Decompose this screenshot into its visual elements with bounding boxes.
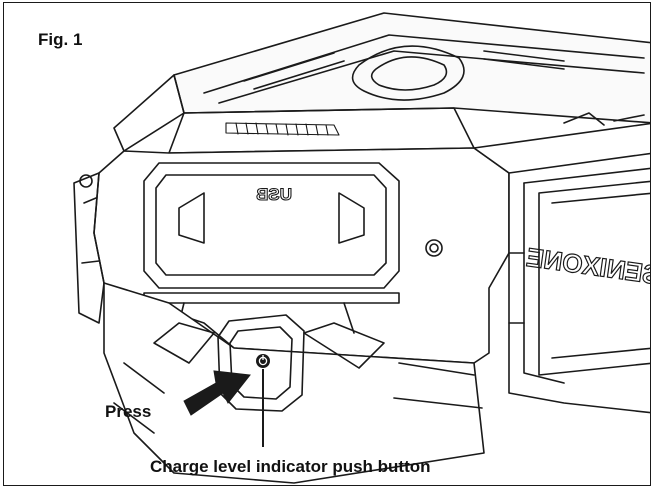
usb-door [143, 162, 400, 289]
press-label: Press [105, 402, 152, 421]
usb-marking: USB [256, 185, 292, 204]
vent-grille [225, 122, 340, 136]
figure-title: Fig. 1 [38, 30, 83, 49]
left-bolt [79, 174, 93, 188]
arrow-right-icon [183, 370, 251, 416]
button-housing [217, 314, 305, 412]
figure-frame: SENIXONE USB Fig. 1 Press Charge level i… [3, 2, 651, 486]
battery-left-face [73, 172, 105, 324]
power-icon [256, 354, 270, 368]
top-handle-ring [351, 45, 465, 101]
battery-illustration: SENIXONE USB [73, 12, 650, 484]
right-bolt [425, 239, 443, 257]
push-button-label: Charge level indicator push button [150, 457, 431, 476]
